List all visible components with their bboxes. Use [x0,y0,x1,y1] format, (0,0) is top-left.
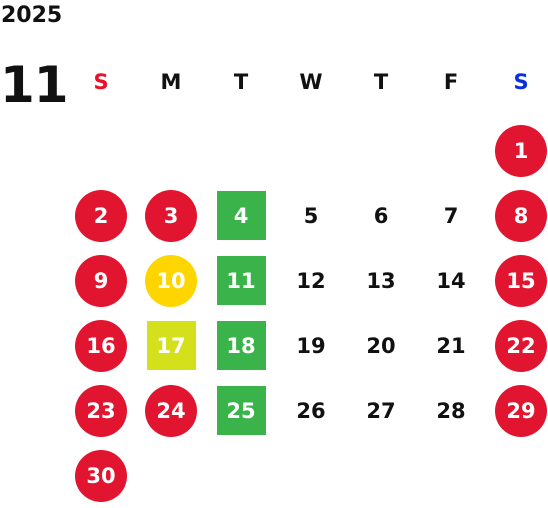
day-cell-21[interactable]: 21 [416,313,486,378]
day-cell-22[interactable]: 22 [486,313,548,378]
year-label: 2025 [1,3,63,28]
day-number: 18 [216,321,266,370]
weekday-monday: M [160,70,182,94]
day-number: 19 [296,333,326,358]
day-number: 17 [146,321,196,370]
day-number: 24 [145,384,197,437]
day-cell-10[interactable]: 10 [136,248,206,313]
day-cell-3[interactable]: 3 [136,183,206,248]
day-cell-18[interactable]: 18 [206,313,276,378]
day-cell-17[interactable]: 17 [136,313,206,378]
day-cell-16[interactable]: 16 [66,313,136,378]
weekday-sunday: S [93,70,109,94]
day-cell-30[interactable]: 30 [66,443,136,508]
day-cell-20[interactable]: 20 [346,313,416,378]
day-number: 8 [495,189,547,242]
day-cell-14[interactable]: 14 [416,248,486,313]
day-number: 11 [216,256,266,305]
day-number: 5 [303,203,319,228]
day-number: 2 [75,189,127,242]
day-number: 10 [145,254,197,307]
day-number: 16 [75,319,127,372]
day-cell-25[interactable]: 25 [206,378,276,443]
day-cell-29[interactable]: 29 [486,378,548,443]
day-cell-26[interactable]: 26 [276,378,346,443]
day-cell-12[interactable]: 12 [276,248,346,313]
day-cell-4[interactable]: 4 [206,183,276,248]
day-number: 15 [495,254,547,307]
day-cell-23[interactable]: 23 [66,378,136,443]
day-cell-2[interactable]: 2 [66,183,136,248]
month-number: 11 [0,56,69,114]
day-number: 4 [216,191,266,240]
day-number: 25 [216,386,266,435]
day-number: 6 [373,203,389,228]
day-number: 12 [296,268,326,293]
day-cell-27[interactable]: 27 [346,378,416,443]
day-cell-24[interactable]: 24 [136,378,206,443]
day-cell-19[interactable]: 19 [276,313,346,378]
day-cell-28[interactable]: 28 [416,378,486,443]
day-cell-8[interactable]: 8 [486,183,548,248]
day-cell-7[interactable]: 7 [416,183,486,248]
day-number: 22 [495,319,547,372]
weekday-saturday: S [513,70,529,94]
day-number: 27 [366,398,396,423]
day-number: 29 [495,384,547,437]
day-number: 9 [75,254,127,307]
weekday-thursday: T [373,70,389,94]
day-cell-6[interactable]: 6 [346,183,416,248]
day-number: 3 [145,189,197,242]
weekday-tuesday: T [233,70,249,94]
day-cell-1[interactable]: 1 [486,118,548,183]
day-number: 20 [366,333,396,358]
day-cell-9[interactable]: 9 [66,248,136,313]
day-cell-5[interactable]: 5 [276,183,346,248]
day-number: 30 [75,449,127,502]
day-number: 26 [296,398,326,423]
weekday-friday: F [443,70,459,94]
day-number: 21 [436,333,466,358]
day-number: 14 [436,268,466,293]
weekday-wednesday: W [299,70,323,94]
day-number: 28 [436,398,466,423]
day-cell-11[interactable]: 11 [206,248,276,313]
day-number: 13 [366,268,396,293]
day-number: 1 [495,124,547,177]
day-number: 23 [75,384,127,437]
day-cell-15[interactable]: 15 [486,248,548,313]
day-number: 7 [443,203,459,228]
day-cell-13[interactable]: 13 [346,248,416,313]
